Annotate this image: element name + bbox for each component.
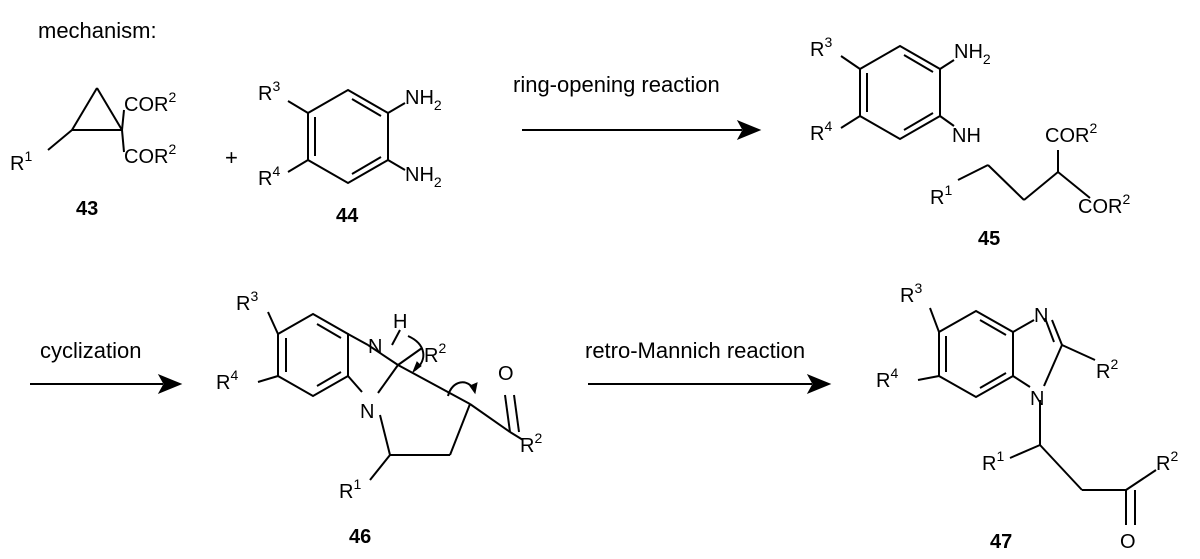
r3-label-47: R3 [900, 280, 922, 307]
plus-sign: + [225, 145, 238, 170]
compound-47-label: 47 [990, 531, 1012, 553]
cyclization-label: cyclization [40, 338, 141, 363]
nh2-label-45: NH2 [954, 41, 991, 67]
cyclization-arrow: cyclization [30, 338, 183, 395]
ring-opening-label: ring-opening reaction [513, 72, 720, 97]
o-label-46: O [498, 363, 514, 385]
h-label-46: H [393, 311, 407, 333]
cor2-label-45a: COR2 [1045, 120, 1097, 147]
compound-45-structure: R3 R4 NH2 NH COR2 COR2 R1 45 [810, 34, 1130, 250]
nh2-top-label: NH2 [405, 87, 442, 113]
compound-43-structure: R1 COR2 COR2 43 [10, 87, 176, 220]
nh2-bottom-label: NH2 [405, 164, 442, 190]
r2b-label-47: R2 [1156, 448, 1178, 475]
cor2-bottom-label: COR2 [124, 141, 176, 168]
o-label-47: O [1120, 531, 1136, 553]
compound-46-label: 46 [349, 526, 371, 548]
mechanism-label: mechanism: [38, 18, 157, 43]
cor2-top-label: COR2 [124, 89, 176, 116]
r1-label-47: R1 [982, 448, 1004, 475]
compound-47-structure: R3 R4 N N R2 R2 O R1 47 [876, 280, 1178, 553]
r2-label-47: R2 [1096, 356, 1118, 383]
r2b-label-46: R2 [520, 430, 542, 457]
r1-label-46: R1 [339, 476, 361, 503]
ring-opening-arrow: ring-opening reaction [513, 72, 762, 141]
compound-44-label: 44 [336, 205, 359, 227]
r3-label-45: R3 [810, 34, 832, 61]
compound-45-label: 45 [978, 228, 1000, 250]
cor2-label-45b: COR2 [1078, 191, 1130, 218]
n-label-47a: N [1034, 305, 1048, 327]
n-label-46a: N [368, 336, 382, 358]
r1-label: R1 [10, 148, 32, 175]
compound-43-label: 43 [76, 198, 98, 220]
r2-label-46: R2 [424, 340, 446, 367]
r4-label-46: R4 [216, 367, 238, 394]
r4-label: R4 [258, 163, 280, 190]
n-label-46b: N [360, 401, 374, 423]
retro-mannich-arrow: retro-Mannich reaction [585, 338, 832, 395]
retro-mannich-label: retro-Mannich reaction [585, 338, 805, 363]
r4-label-47: R4 [876, 365, 898, 392]
r3-label: R3 [258, 78, 280, 105]
n-label-47b: N [1030, 388, 1044, 410]
nh-label-45: NH [952, 125, 981, 147]
r1-label-45: R1 [930, 182, 952, 209]
r3-label-46: R3 [236, 288, 258, 315]
compound-46-structure: R3 R4 N H N R2 O R2 R1 46 [216, 288, 542, 548]
compound-44-structure: R3 R4 NH2 NH2 44 [258, 78, 442, 227]
r4-label-45: R4 [810, 118, 832, 145]
